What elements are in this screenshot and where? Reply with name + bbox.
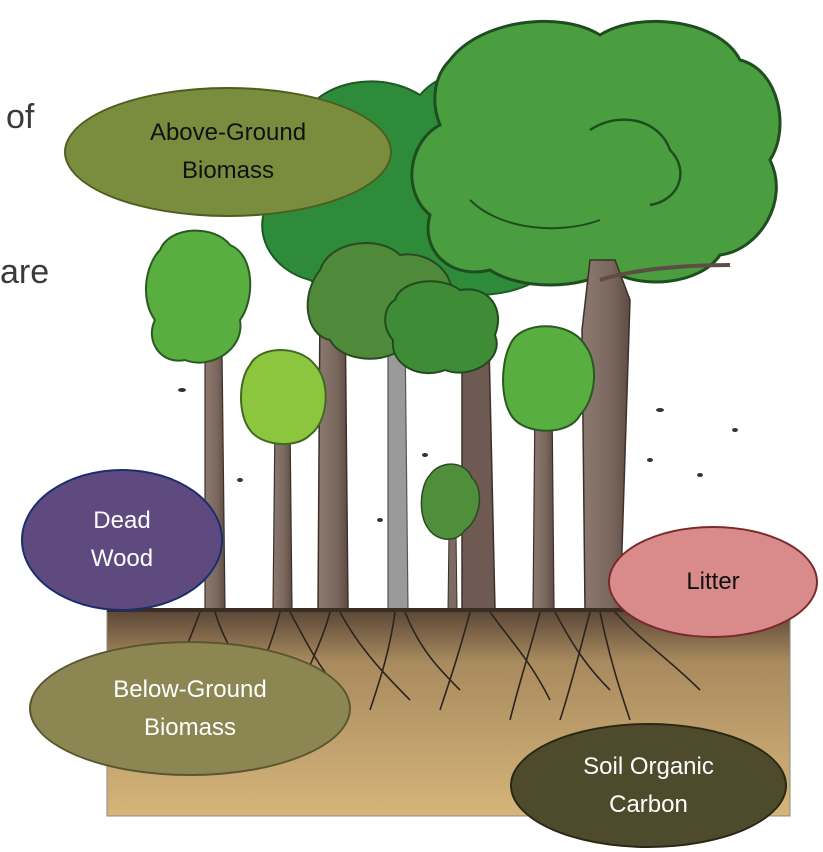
pool-above-ground-biomass: Above-Ground Biomass: [64, 87, 392, 217]
pool-below-ground-biomass: Below-Ground Biomass: [29, 641, 351, 776]
canopy-center-right: [385, 281, 498, 373]
pool-above-ground-biomass-label: Above-Ground Biomass: [150, 114, 306, 190]
trunk-small-left: [273, 420, 292, 610]
pool-litter: Litter: [608, 526, 818, 638]
pool-dead-wood-label: Dead Wood: [91, 502, 153, 578]
canopy-small-light: [241, 350, 326, 444]
canopy-right-small: [503, 326, 594, 430]
pool-dead-wood: Dead Wood: [21, 469, 223, 611]
canopy-right-large: [412, 21, 780, 285]
pool-litter-label: Litter: [686, 563, 739, 601]
pool-soil-organic-carbon: Soil Organic Carbon: [510, 723, 787, 848]
trunk-center-grey: [388, 330, 408, 610]
trunk-sapling: [448, 530, 457, 610]
pool-soil-organic-carbon-label: Soil Organic Carbon: [583, 748, 714, 824]
canopy-far-left: [146, 231, 250, 363]
pool-below-ground-biomass-label: Below-Ground Biomass: [113, 671, 266, 747]
